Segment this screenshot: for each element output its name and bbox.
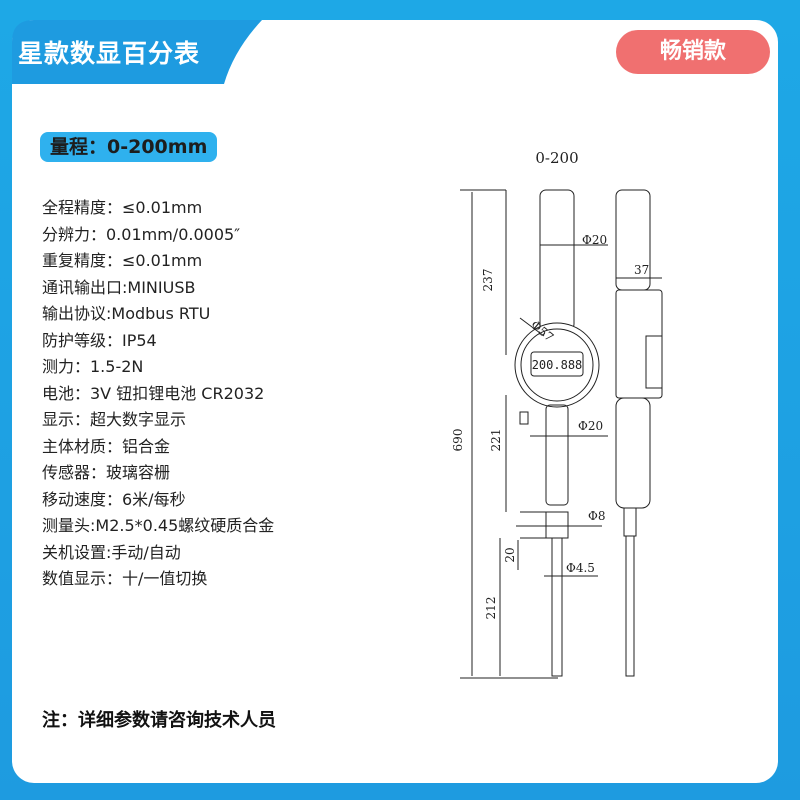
spec-item: 通讯输出口:MINIUSB — [42, 277, 196, 297]
title-bar — [12, 20, 272, 84]
lcd-reading: 200.888 — [532, 358, 583, 372]
upper-length-dim: 237 — [481, 269, 495, 292]
technical-drawing: 0-200 690 237 Φ20 200.888 Φ57 221 Φ20 Φ8 — [451, 149, 663, 679]
spec-item: 传感器：玻璃容栅 — [42, 463, 171, 482]
spec-item: 测力：1.5-2N — [42, 357, 144, 376]
spec-item: 全程精度：≤0.01mm — [42, 198, 203, 217]
spec-item: 主体材质：铝合金 — [42, 436, 171, 456]
middle-length-dim: 221 — [489, 429, 503, 452]
spec-item: 重复精度：≤0.01mm — [42, 251, 203, 270]
phi-8-label: Φ8 — [588, 509, 605, 523]
spec-item: 移动速度：6米/每秒 — [42, 489, 186, 509]
spec-item: 关机设置:手动/自动 — [42, 542, 181, 562]
depth-dim: 37 — [634, 263, 649, 277]
spec-list: 全程精度：≤0.01mm 分辨力：0.01mm/0.0005″ 重复精度：≤0.… — [42, 195, 274, 593]
range-chip: 量程：0-200mm — [40, 132, 218, 162]
spec-item: 分辨力：0.01mm/0.0005″ — [42, 224, 241, 244]
phi-mid-label: Φ20 — [578, 419, 603, 433]
spec-item: 防护等级：IP54 — [42, 330, 157, 350]
spec-item: 输出协议:Modbus RTU — [42, 304, 211, 323]
bestseller-badge: 畅销款 — [616, 30, 770, 74]
spec-item: 测量头:M2.5*0.45螺纹硬质合金 — [42, 516, 275, 535]
spec-item: 数值显示：十/一值切换 — [42, 569, 208, 588]
range-caption: 0-200 — [535, 149, 578, 167]
phi-45-label: Φ4.5 — [566, 561, 595, 575]
spec-item: 显示：超大数字显示 — [42, 410, 187, 429]
lower-length-dim: 212 — [484, 597, 498, 620]
tip-length-dim: 20 — [503, 547, 517, 562]
page-title: 星款数显百分表 — [18, 39, 201, 68]
overall-length-dim: 690 — [451, 429, 465, 452]
footnote: 注：详细参数请咨询技术人员 — [42, 710, 276, 731]
phi-top-label: Φ20 — [582, 233, 607, 247]
spec-item: 电池：3V 钮扣锂电池 CR2032 — [42, 383, 265, 403]
